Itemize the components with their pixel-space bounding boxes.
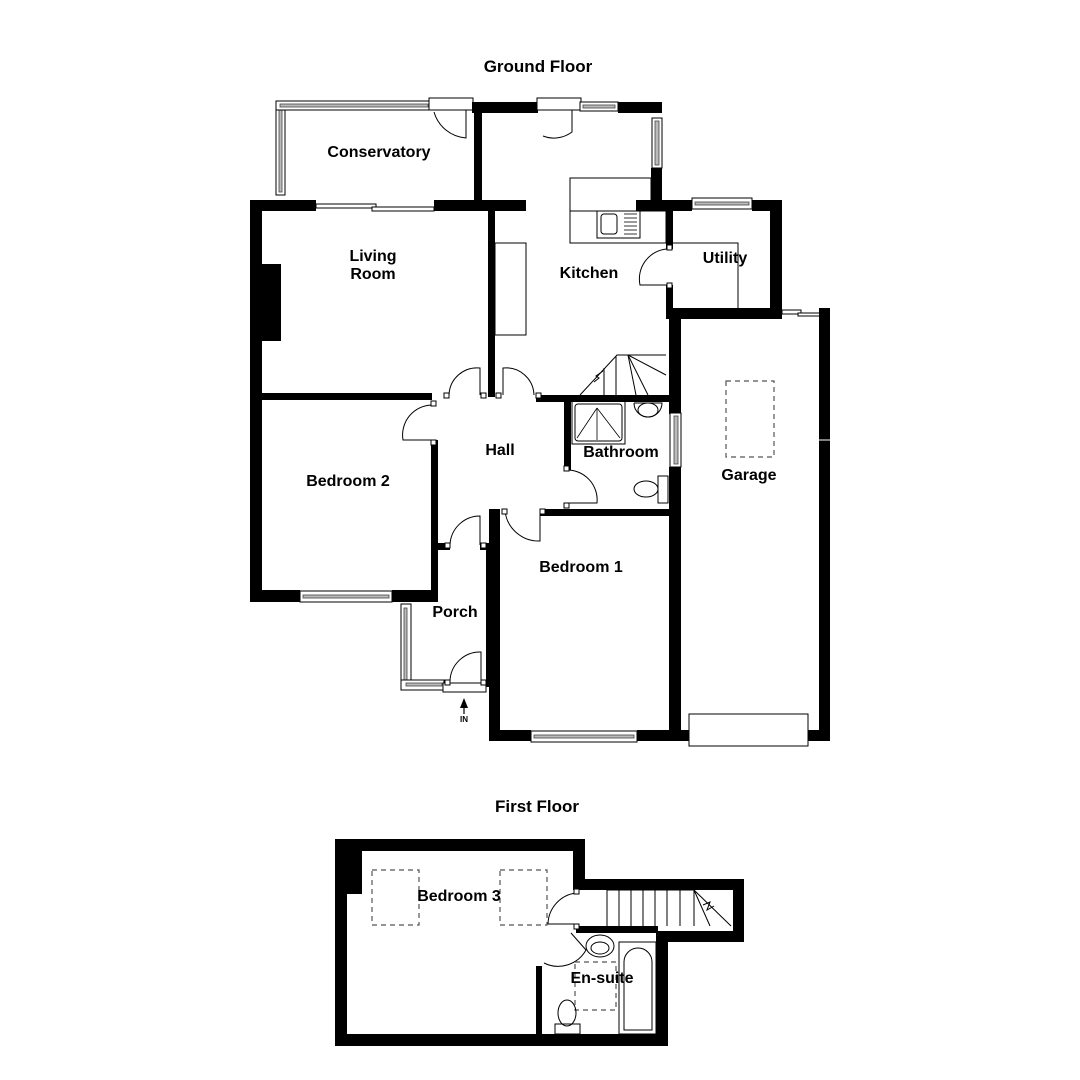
first-floor-title: First Floor xyxy=(495,797,579,816)
door-conservatory xyxy=(433,110,467,139)
room-label-bedroom-1: Bedroom 1 xyxy=(539,559,623,576)
kitchen-unit xyxy=(494,242,527,336)
room-label-kitchen: Kitchen xyxy=(560,265,619,282)
room-label-bathroom: Bathroom xyxy=(583,444,659,461)
roof-window-left xyxy=(371,869,420,926)
door-porch-inner xyxy=(449,515,481,546)
ground-floor-walls xyxy=(250,97,830,747)
garage-door xyxy=(688,713,809,747)
door-utility xyxy=(638,248,668,286)
first-floor-fixtures xyxy=(371,869,732,1035)
door-kitchen-rear xyxy=(542,110,573,139)
first-floor-walls xyxy=(335,839,744,1046)
entrance-arrow-icon xyxy=(460,698,468,708)
room-label-porch: Porch xyxy=(432,604,477,621)
room-label-living-room-line1: Living xyxy=(349,248,396,265)
first-floor-labels: Bedroom 3 En-suite xyxy=(417,888,633,987)
stairs-icon xyxy=(579,354,667,396)
shower-icon xyxy=(571,400,626,445)
ground-floor-fixtures: IN xyxy=(460,177,775,724)
room-label-en-suite: En-suite xyxy=(570,970,633,987)
room-label-utility: Utility xyxy=(703,250,748,267)
room-label-bedroom-3: Bedroom 3 xyxy=(417,888,501,905)
door-en-suite xyxy=(543,932,587,967)
door-bedroom-2 xyxy=(402,404,433,441)
kitchen-sink-icon xyxy=(596,210,641,239)
door-kitchen xyxy=(502,367,535,396)
first-floor-doors xyxy=(543,888,587,967)
first-floor-stairs-icon xyxy=(606,889,732,927)
ground-floor-labels: Conservatory Kitchen Utility Living Room… xyxy=(306,144,776,621)
room-label-hall: Hall xyxy=(485,442,514,459)
ground-floor-doors xyxy=(402,110,673,686)
room-label-living-room-line2: Room xyxy=(350,266,395,283)
utility-worktop xyxy=(673,242,739,308)
roof-window-right xyxy=(499,869,548,926)
en-suite-loft-hatch xyxy=(574,961,617,1011)
room-label-conservatory: Conservatory xyxy=(327,144,430,161)
door-living-room xyxy=(448,367,481,396)
bath-icon xyxy=(618,941,657,1035)
door-bedroom-1 xyxy=(504,510,541,542)
toilet-icon xyxy=(633,480,659,498)
en-suite-basin-icon xyxy=(585,934,615,958)
garage-loft-hatch xyxy=(725,380,775,458)
room-label-bedroom-2: Bedroom 2 xyxy=(306,473,390,490)
entrance-label: IN xyxy=(460,715,468,724)
room-label-garage: Garage xyxy=(721,467,776,484)
en-suite-toilet-icon xyxy=(557,999,577,1027)
door-front xyxy=(449,651,482,683)
door-bedroom-3 xyxy=(547,892,577,925)
ground-floor-title: Ground Floor xyxy=(484,57,593,76)
door-bathroom xyxy=(565,469,598,504)
